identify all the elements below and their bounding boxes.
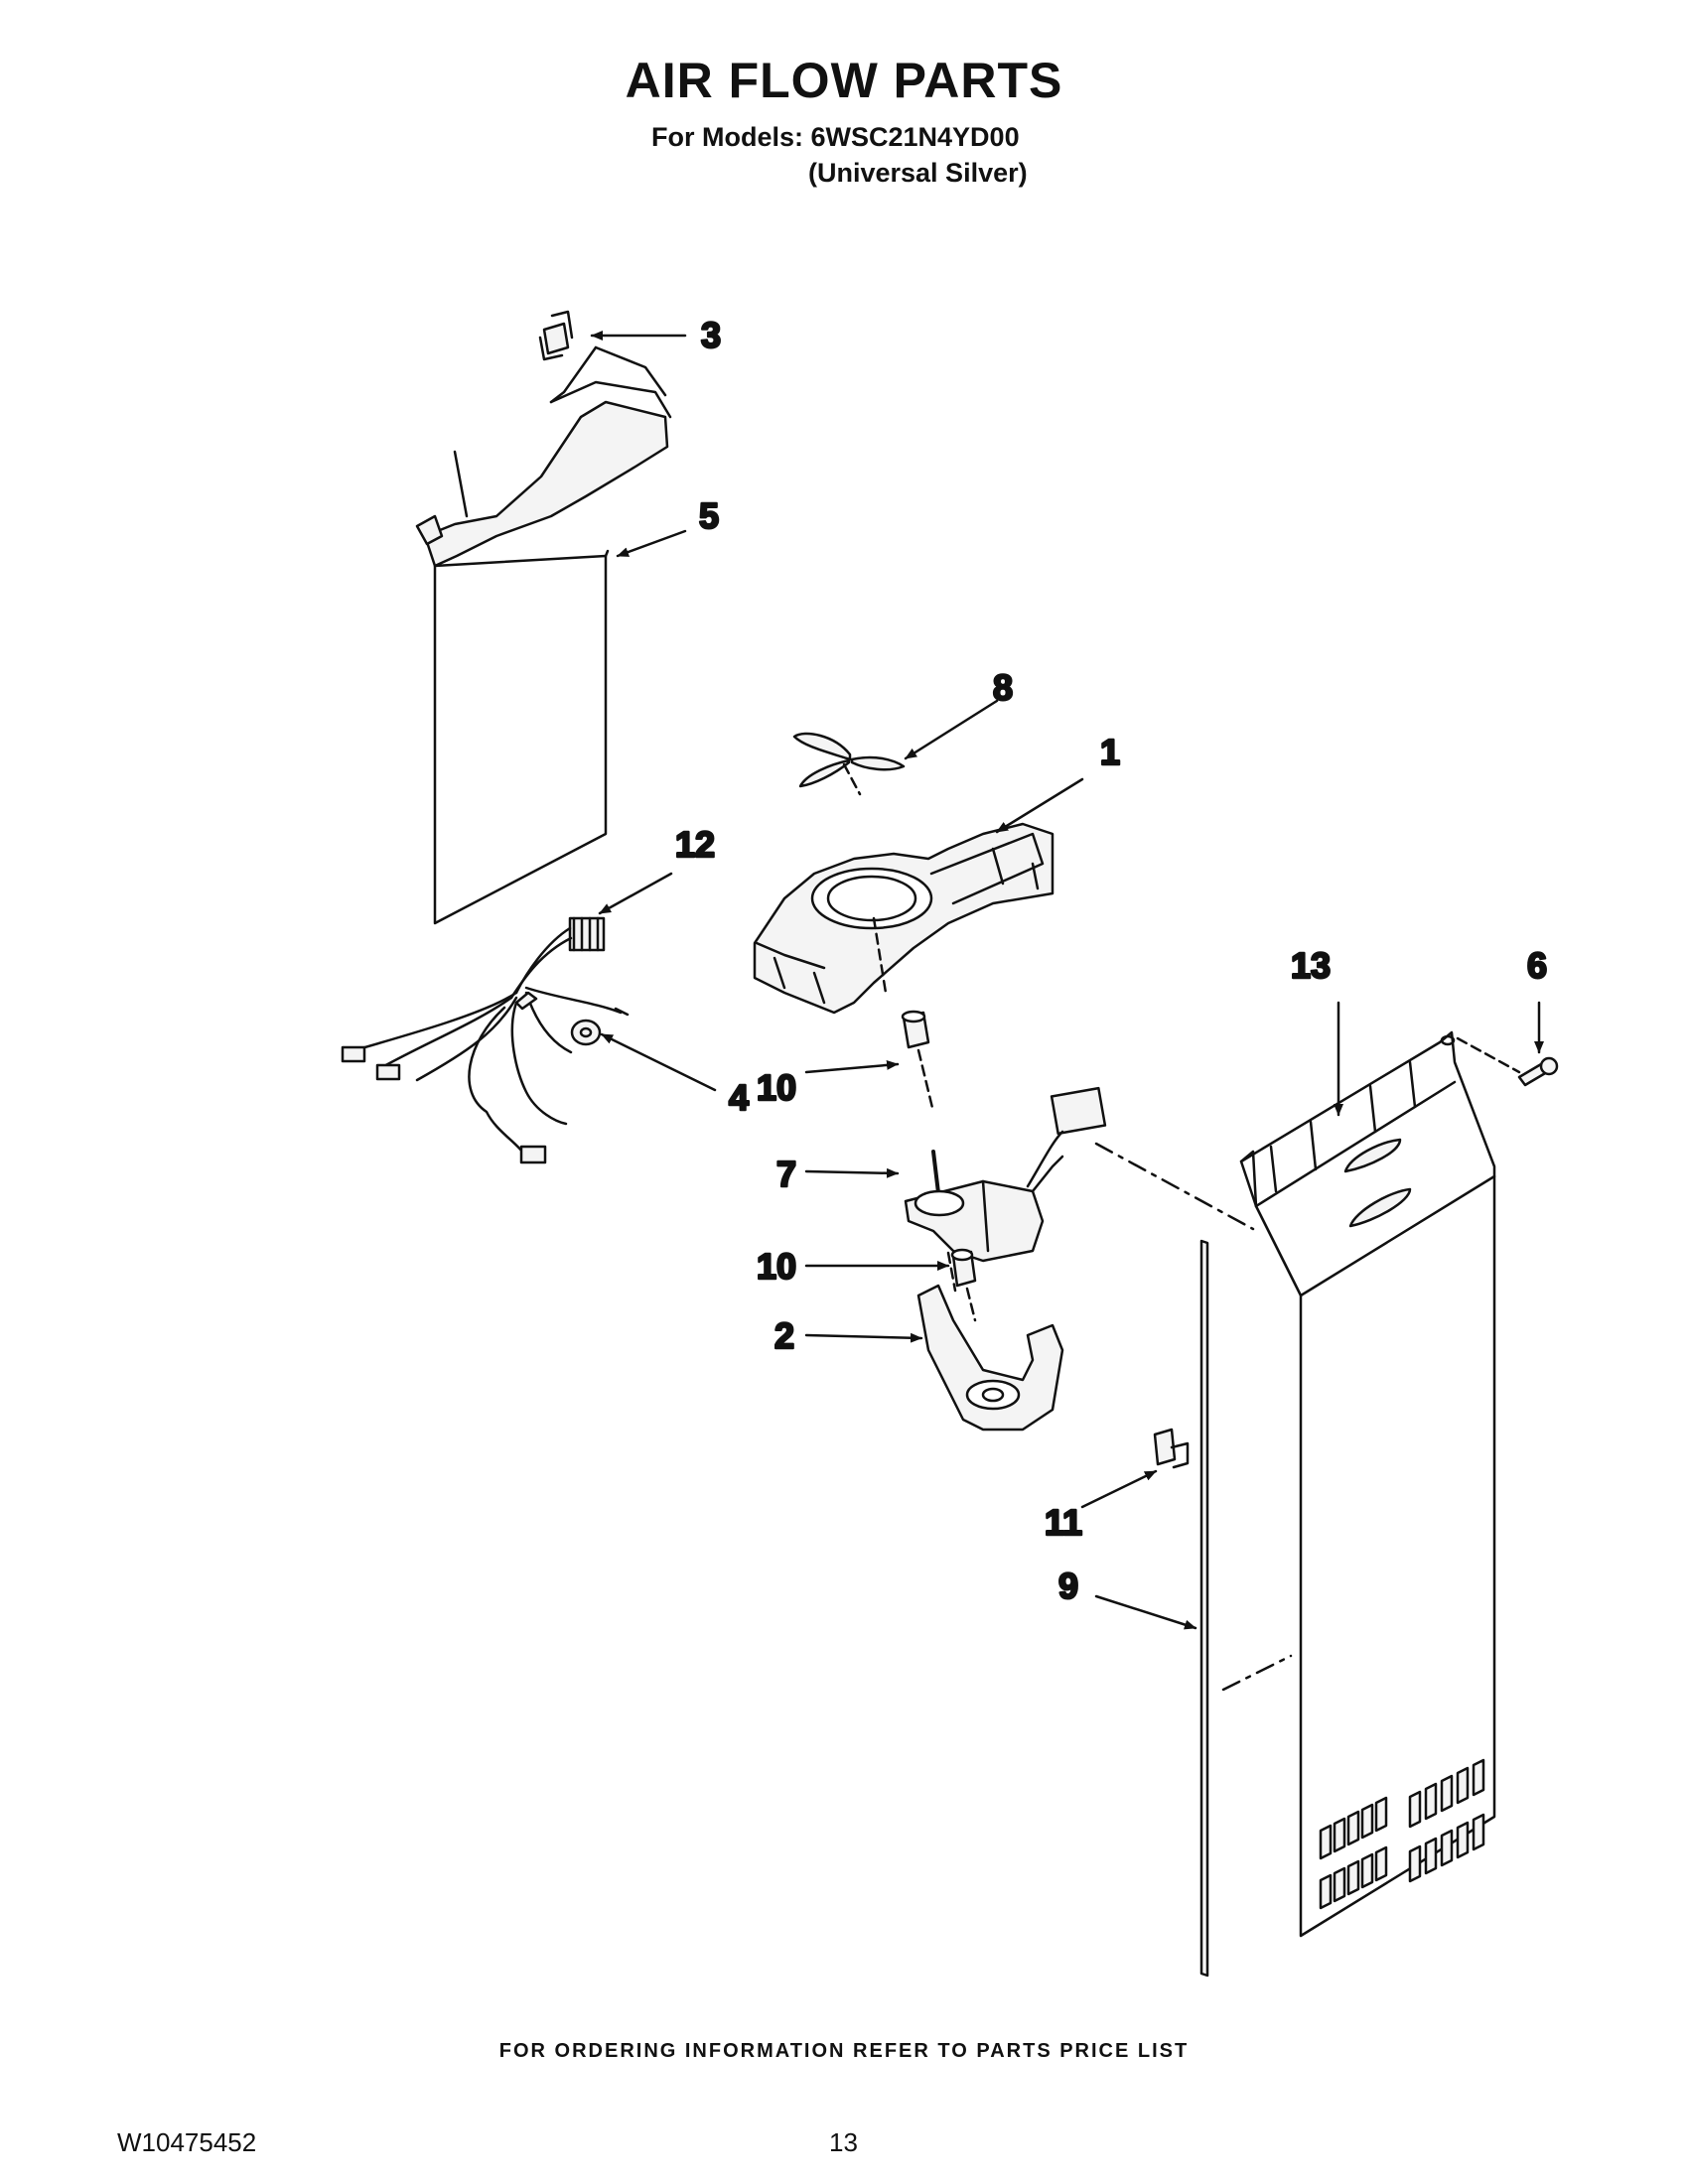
page-title: AIR FLOW PARTS xyxy=(625,53,1063,108)
callout-10-lower: 10 xyxy=(757,1246,796,1287)
part-10-bushing-lower xyxy=(950,1248,977,1322)
model-info: For Models: 6WSC21N4YD00 (Universal Silv… xyxy=(651,119,1028,191)
assembly-line-upper xyxy=(1094,1142,1255,1231)
part-7-fan-motor xyxy=(904,1086,1107,1293)
part-10-bushing-upper xyxy=(901,1010,935,1114)
part-5-air-duct xyxy=(415,345,672,925)
callout-6: 6 xyxy=(1527,945,1547,986)
assembly-line-lower xyxy=(1221,1654,1293,1692)
part-11-clip xyxy=(1153,1428,1190,1469)
page-number: 13 xyxy=(829,2127,858,2157)
model-line: For Models: 6WSC21N4YD00 xyxy=(651,122,1020,152)
part-8-fan-blade xyxy=(792,732,906,796)
ordering-note: FOR ORDERING INFORMATION REFER TO PARTS … xyxy=(498,2040,1190,2062)
callout-9: 9 xyxy=(1058,1566,1078,1606)
variant-line: (Universal Silver) xyxy=(808,158,1028,188)
callout-arrows xyxy=(590,331,1544,1630)
callout-10-upper: 10 xyxy=(757,1067,796,1108)
part-4-grommet xyxy=(570,1019,602,1046)
callout-11: 11 xyxy=(1045,1502,1082,1543)
screw-leader xyxy=(1456,1036,1521,1074)
document-number: W10475452 xyxy=(117,2127,257,2157)
callout-3: 3 xyxy=(701,315,721,355)
part-9-gasket xyxy=(1199,1239,1209,1978)
callout-7: 7 xyxy=(776,1154,796,1194)
callout-12: 12 xyxy=(675,824,715,865)
part-12-wire-harness xyxy=(341,916,630,1164)
callout-1: 1 xyxy=(1100,732,1120,772)
callout-8: 8 xyxy=(993,667,1013,708)
rear-panel-vents xyxy=(1319,1758,1485,1910)
callout-2: 2 xyxy=(774,1315,794,1356)
part-3-clip xyxy=(538,310,574,361)
part-13-rear-panel xyxy=(1239,1030,1496,1938)
callout-13: 13 xyxy=(1291,945,1331,986)
callout-4: 4 xyxy=(729,1077,749,1118)
part-6-screw xyxy=(1517,1056,1559,1087)
callout-5: 5 xyxy=(699,495,719,536)
part-1-fan-housing xyxy=(753,822,1055,1015)
part-2-motor-bracket xyxy=(916,1284,1064,1432)
